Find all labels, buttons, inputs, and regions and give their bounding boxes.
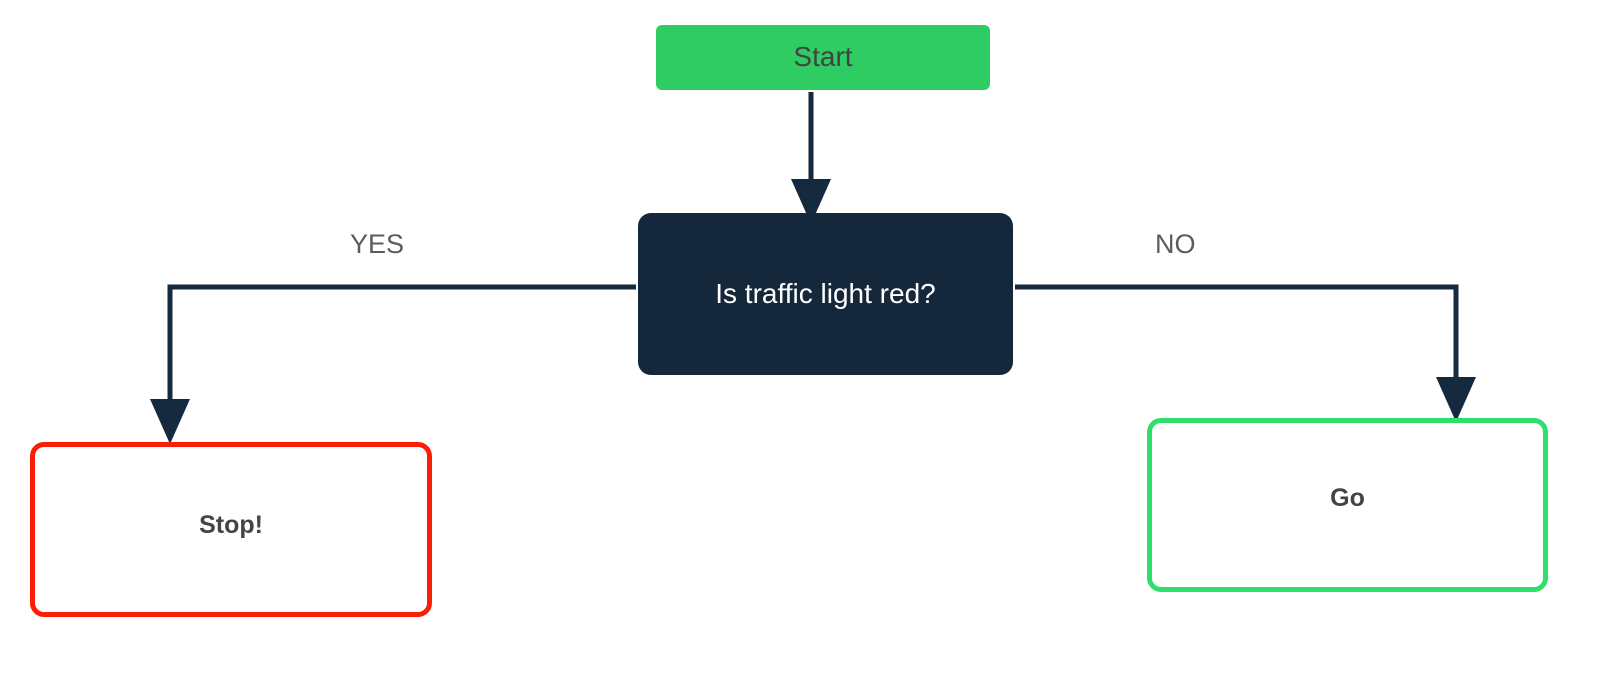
node-decision-label: Is traffic light red? bbox=[715, 277, 936, 309]
edge-label-no: NO bbox=[1155, 229, 1196, 259]
node-start-label: Start bbox=[793, 41, 853, 73]
edge-label-yes: YES bbox=[350, 229, 405, 259]
node-stop-label: Stop! bbox=[199, 510, 263, 539]
node-start[interactable]: Start bbox=[656, 25, 990, 90]
node-go-label: Go bbox=[1330, 484, 1365, 513]
node-go[interactable]: Go bbox=[1147, 418, 1548, 592]
node-decision[interactable]: Is traffic light red? bbox=[638, 213, 1013, 375]
edge-decision-to-go bbox=[1015, 284, 1476, 422]
node-stop[interactable]: Stop! bbox=[30, 442, 432, 617]
edge-decision-to-stop bbox=[150, 284, 636, 444]
